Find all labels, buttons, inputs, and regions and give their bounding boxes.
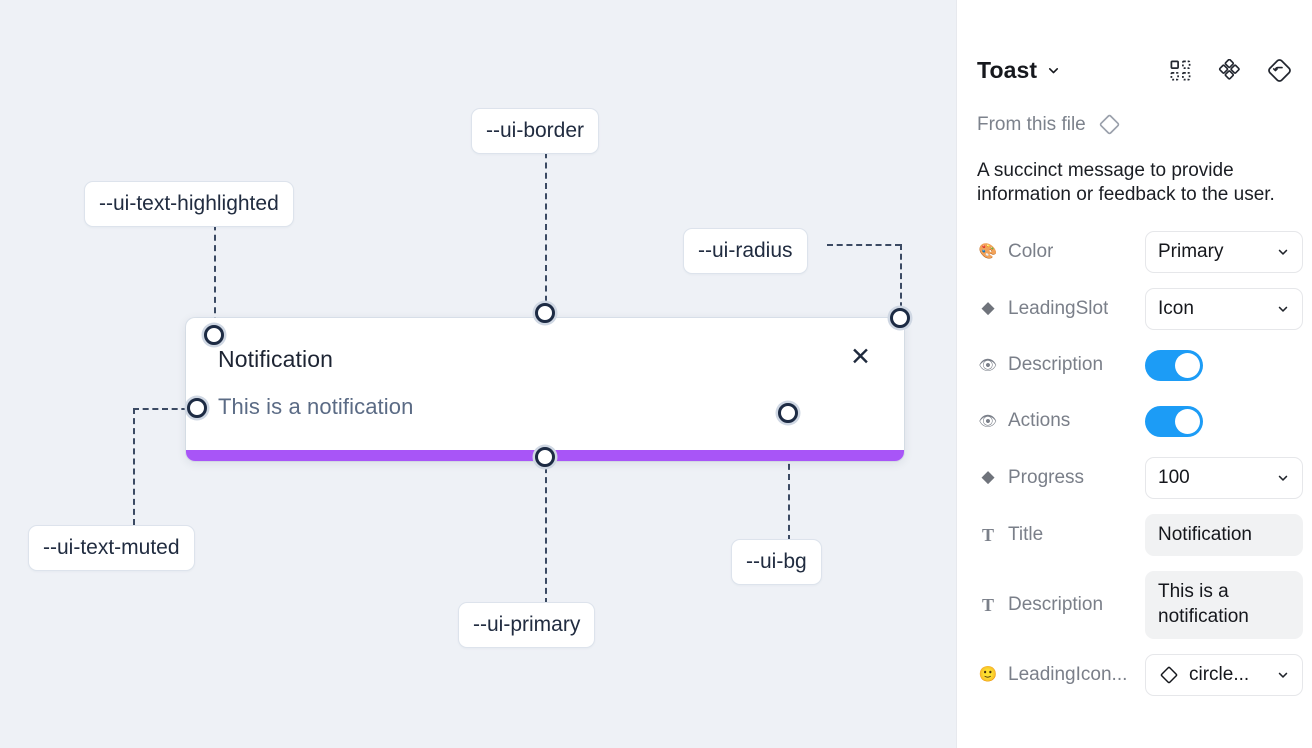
property-row-leadingicon: 🙂 LeadingIcon... circle... [977,653,1303,696]
eye-icon: 👁 [978,411,998,430]
token-label-text-muted[interactable]: --ui-text-muted [28,525,195,571]
chevron-down-icon [1276,302,1290,316]
description-input[interactable]: This is a notification [1145,571,1303,639]
eye-icon: 👁 [978,355,998,374]
chevron-down-icon[interactable] [1046,63,1061,78]
from-this-file-label: From this file [977,113,1086,135]
chevron-down-icon [1276,668,1290,682]
panel-header-actions [1169,58,1292,83]
property-row-leadingslot: ◆ LeadingSlot Icon [977,287,1303,330]
smiley-icon: 🙂 [978,665,998,684]
diamond-icon: ◆ [981,467,995,488]
token-label-border[interactable]: --ui-border [471,108,600,154]
properties-panel: Toast [956,0,1312,748]
property-label-actions: 👁 Actions [978,410,1071,432]
connector-radius-horizontal [827,244,901,246]
progress-select[interactable]: 100 [1145,456,1303,499]
title-input[interactable]: Notification [1145,513,1303,557]
token-label-primary[interactable]: --ui-primary [458,602,596,648]
property-label-leadingicon: 🙂 LeadingIcon... [978,663,1128,685]
description-toggle[interactable] [1145,349,1203,381]
from-this-file-row: From this file [977,112,1292,137]
connector-border [545,142,547,312]
color-select[interactable]: Primary [1145,230,1303,273]
connector-radius-vertical [900,244,902,318]
property-rows: 🎨 Color Primary ◆ LeadingSlot [977,230,1303,696]
property-label-progress: ◆ Progress [977,467,1145,489]
property-label-title: T Title [977,524,1145,546]
property-row-progress: ◆ Progress 100 [977,456,1303,499]
diamond-icon: ◆ [981,298,995,319]
connector-primary [545,457,547,604]
reset-diamond-icon[interactable] [1267,58,1292,83]
connector-text-muted-vertical [133,408,135,525]
toggle-knob [1175,408,1200,434]
connector-text-highlighted [214,214,216,334]
component-grid-icon[interactable] [1169,59,1192,82]
chevron-down-icon [1276,245,1290,259]
text-icon: T [981,595,994,615]
anchor-border[interactable] [535,303,555,323]
actions-toggle[interactable] [1145,405,1203,437]
property-row-color: 🎨 Color Primary [977,230,1303,273]
anchor-radius[interactable] [890,308,910,328]
anchor-primary[interactable] [535,447,555,467]
close-icon[interactable]: ✕ [850,342,871,371]
property-label-leadingslot: ◆ LeadingSlot [977,298,1145,320]
toast-description: This is a notification [218,394,414,419]
variants-cluster-icon[interactable] [1218,58,1241,82]
property-label-color: 🎨 Color [978,240,1054,262]
component-description: A succinct message to provide informatio… [977,160,1275,206]
toast-preview-card[interactable]: Notification This is a notification ✕ [186,318,904,461]
leadingslot-select[interactable]: Icon [1145,287,1303,330]
property-row-description-text: T Description This is a notification [977,571,1303,639]
property-row-actions-toggle: 👁 Actions [977,401,1292,442]
token-label-radius[interactable]: --ui-radius [683,228,808,274]
palette-icon: 🎨 [978,242,998,261]
property-label-description-text: T Description [977,594,1145,616]
property-row-description-toggle: 👁 Description [977,345,1292,386]
anchor-bg[interactable] [778,403,798,423]
toast-title: Notification [218,346,333,372]
page-title: Toast [977,56,1038,83]
design-canvas[interactable]: Notification This is a notification ✕ --… [0,0,956,748]
toggle-knob [1175,352,1200,378]
token-label-bg[interactable]: --ui-bg [731,539,822,585]
property-label-description: 👁 Description [978,354,1104,376]
chevron-down-icon [1276,471,1290,485]
leadingicon-select[interactable]: circle... [1145,653,1303,696]
diamond-icon [1158,664,1180,686]
anchor-text-muted[interactable] [187,398,207,418]
panel-header: Toast [977,50,1292,90]
anchor-text-highlighted[interactable] [204,325,224,345]
text-icon: T [981,524,994,545]
property-row-title: T Title Notification [977,513,1303,557]
diamond-icon [1097,112,1122,137]
token-label-text-highlighted[interactable]: --ui-text-highlighted [84,181,294,227]
